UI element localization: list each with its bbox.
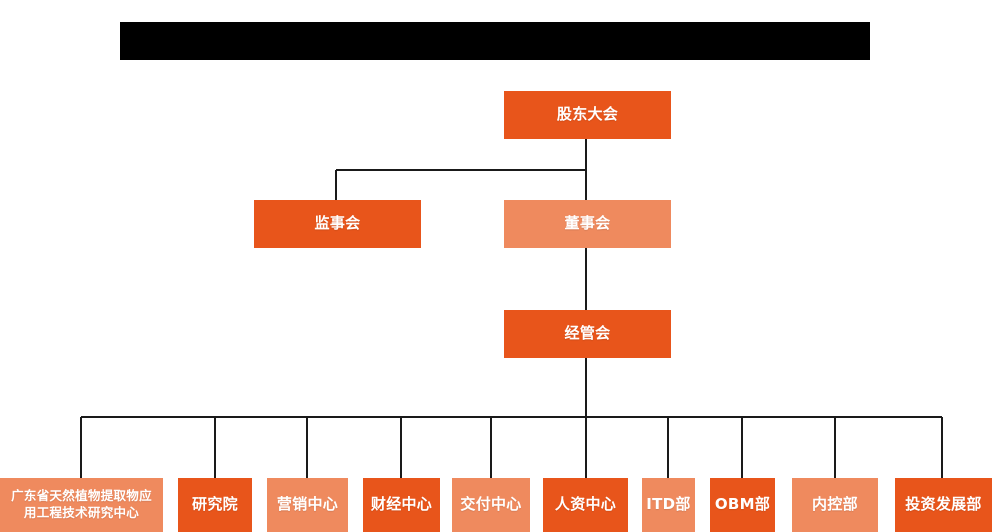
node-dept-hr-center[interactable]: 人资中心	[543, 478, 628, 532]
node-dept-investment-development[interactable]: 投资发展部	[895, 478, 992, 532]
node-dept-guangdong-research-center[interactable]: 广东省天然植物提取物应 用工程技术研究中心	[0, 478, 163, 532]
node-dept-delivery-center[interactable]: 交付中心	[452, 478, 530, 532]
node-label: 广东省天然植物提取物应 用工程技术研究中心	[11, 488, 152, 520]
node-label: 投资发展部	[905, 495, 982, 514]
node-dept-itd[interactable]: ITD部	[642, 478, 695, 532]
node-label: 财经中心	[370, 495, 433, 514]
node-board-of-supervisors[interactable]: 监事会	[254, 200, 421, 248]
node-dept-research-institute[interactable]: 研究院	[178, 478, 252, 532]
node-dept-internal-control[interactable]: 内控部	[792, 478, 878, 532]
node-label: 研究院	[192, 495, 238, 514]
node-label: 监事会	[314, 214, 361, 233]
node-label: 董事会	[564, 214, 611, 233]
node-label: 交付中心	[460, 495, 522, 514]
node-dept-obm[interactable]: OBM部	[710, 478, 775, 532]
node-label: 经管会	[564, 324, 611, 343]
node-label: 人资中心	[554, 495, 617, 514]
node-management-committee[interactable]: 经管会	[504, 310, 671, 358]
node-shareholders-meeting[interactable]: 股东大会	[504, 91, 671, 139]
node-label: 内控部	[812, 495, 858, 514]
node-label: 营销中心	[276, 495, 339, 514]
node-label: OBM部	[714, 495, 771, 514]
node-board-of-directors[interactable]: 董事会	[504, 200, 671, 248]
redacted-title-bar	[120, 22, 870, 60]
node-dept-marketing-center[interactable]: 营销中心	[267, 478, 348, 532]
node-label: 股东大会	[556, 105, 619, 124]
node-label: ITD部	[646, 495, 691, 514]
node-dept-finance-center[interactable]: 财经中心	[363, 478, 440, 532]
